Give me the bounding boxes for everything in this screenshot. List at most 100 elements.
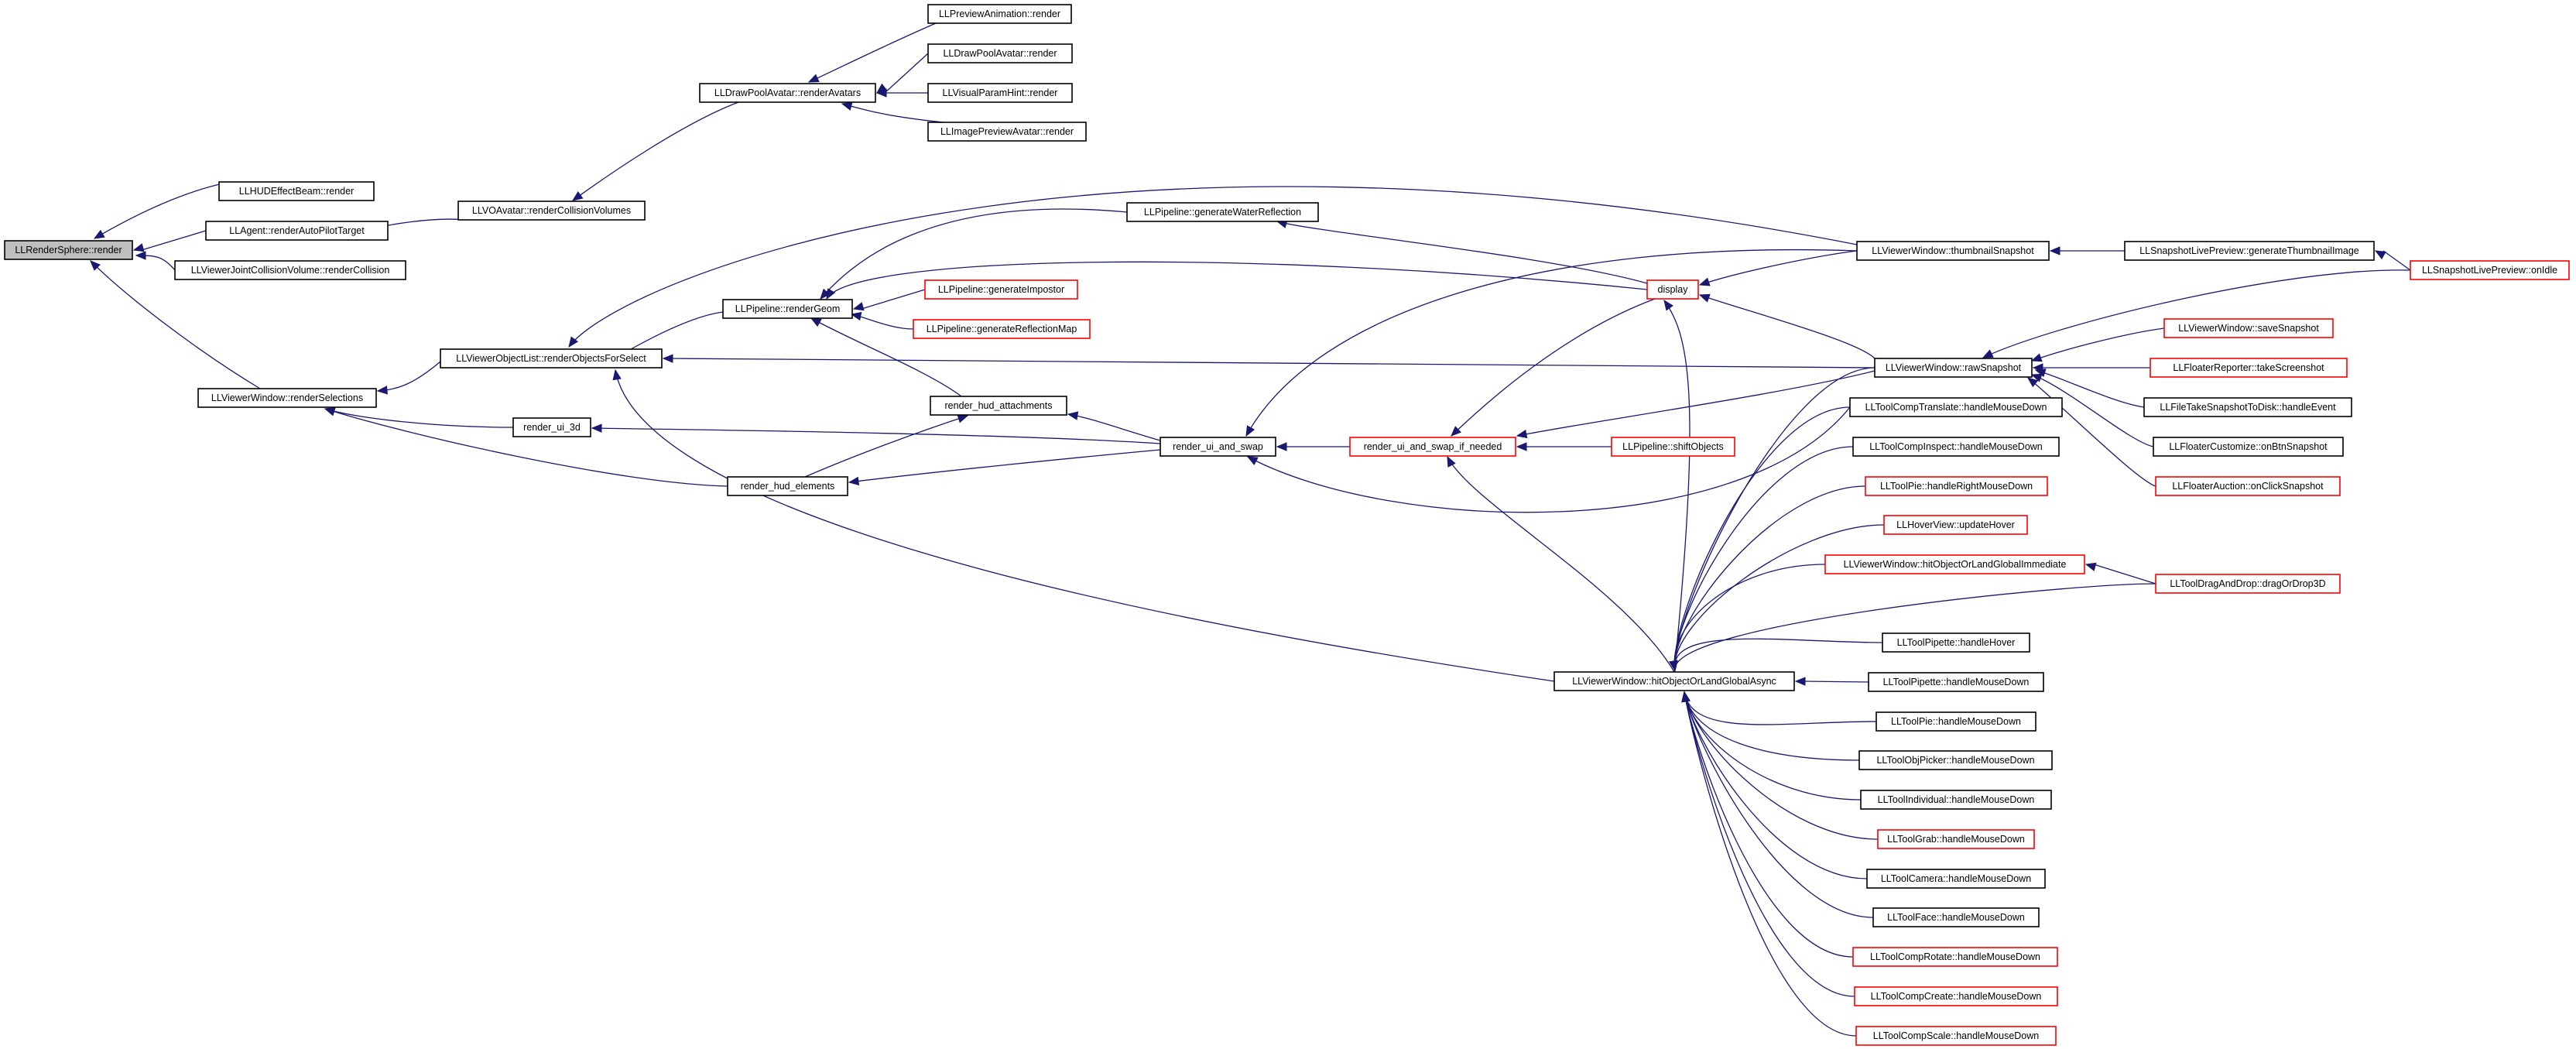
node-label: LLHUDEffectBeam::render xyxy=(239,186,354,197)
node-drawpool-avatars[interactable]: LLDrawPoolAvatar::renderAvatars xyxy=(699,83,876,103)
node-hud-elements[interactable]: render_hud_elements xyxy=(727,476,848,496)
node-label: LLToolDragAndDrop::dragOrDrop3D xyxy=(2170,578,2325,589)
edge-line xyxy=(1684,691,1860,761)
node-ui-and-swap-needed[interactable]: render_ui_and_swap_if_needed xyxy=(1349,437,1516,457)
node-box xyxy=(927,83,1073,103)
node-pipette-mouse[interactable]: LLToolPipette::handleMouseDown xyxy=(1868,672,2044,692)
node-shift-objects[interactable]: LLPipeline::shiftObjects xyxy=(1611,437,1735,457)
node-label: LLPipeline::renderGeom xyxy=(735,303,841,314)
edge-pie_right-to-hit_async xyxy=(1669,485,1866,672)
node-agent-autopilot[interactable]: LLAgent::renderAutoPilotTarget xyxy=(205,221,389,241)
node-box xyxy=(1872,907,2040,927)
edge-drag_drop-to-hit_immediate xyxy=(2084,562,2156,584)
node-box xyxy=(1882,632,2030,653)
edge-line xyxy=(2093,564,2156,584)
node-preview-anim[interactable]: LLPreviewAnimation::render xyxy=(927,4,1072,24)
node-grab[interactable]: LLToolGrab::handleMouseDown xyxy=(1877,829,2035,849)
node-auction-snapshot[interactable]: LLFloaterAuction::onClickSnapshot xyxy=(2155,476,2341,496)
node-hit-immediate[interactable]: LLViewerWindow::hitObjectOrLandGlobalImm… xyxy=(1824,554,2085,574)
edge-thumbnail_snapshot-to-display xyxy=(1698,250,1858,286)
edge-pipette_hover-to-hit_async xyxy=(1669,638,1883,672)
node-snapshot-to-disk[interactable]: LLFileTakeSnapshotToDisk::handleEvent xyxy=(2143,397,2352,417)
node-label: LLToolCompInspect::handleMouseDown xyxy=(1869,441,2043,452)
node-individual[interactable]: LLToolIndividual::handleMouseDown xyxy=(1860,790,2052,810)
node-reflection-map[interactable]: LLPipeline::generateReflectionMap xyxy=(913,319,1091,339)
node-raw-snapshot[interactable]: LLViewerWindow::rawSnapshot xyxy=(1874,358,2033,378)
node-obj-picker[interactable]: LLToolObjPicker::handleMouseDown xyxy=(1858,750,2053,770)
node-vo-collision[interactable]: LLVOAvatar::renderCollisionVolumes xyxy=(457,201,646,221)
node-comp-create[interactable]: LLToolCompCreate::handleMouseDown xyxy=(1854,986,2058,1006)
edge-arrowhead xyxy=(1698,293,1711,303)
node-onidle[interactable]: LLSnapshotLivePreview::onIdle xyxy=(2410,260,2570,280)
edge-comp_rotate-to-hit_async xyxy=(1681,691,1854,958)
edge-line xyxy=(1673,367,1875,671)
node-objects-for-select[interactable]: LLViewerObjectList::renderObjectsForSele… xyxy=(440,348,663,369)
edge-arrowhead xyxy=(1663,299,1673,311)
node-comp-scale[interactable]: LLToolCompScale::handleMouseDown xyxy=(1855,1026,2057,1046)
edge-arrowhead xyxy=(93,229,105,239)
node-root[interactable]: LLRenderSphere::render xyxy=(4,240,133,260)
node-box xyxy=(1866,869,2046,889)
edge-arrowhead xyxy=(1669,660,1678,672)
node-impostor[interactable]: LLPipeline::generateImpostor xyxy=(924,279,1078,300)
node-visual-param[interactable]: LLVisualParamHint::render xyxy=(927,83,1073,103)
node-label: LLToolPipette::handleHover xyxy=(1897,637,2016,648)
node-drawpool-render[interactable]: LLDrawPoolAvatar::render xyxy=(927,43,1073,63)
node-hud-attachments[interactable]: render_hud_attachments xyxy=(930,396,1067,416)
node-image-preview[interactable]: LLImagePreviewAvatar::render xyxy=(927,122,1087,142)
edge-line xyxy=(1982,269,2411,358)
edge-raw_snapshot-to-display xyxy=(1698,293,1875,359)
edge-line xyxy=(2035,369,2145,408)
node-comp-inspect[interactable]: LLToolCompInspect::handleMouseDown xyxy=(1852,437,2060,457)
node-box xyxy=(1854,986,2058,1006)
edge-line xyxy=(1684,691,1874,918)
node-label: LLToolCompScale::handleMouseDown xyxy=(1873,1030,2040,1041)
node-label: LLFloaterReporter::takeScreenshot xyxy=(2173,362,2324,373)
node-face[interactable]: LLToolFace::handleMouseDown xyxy=(1872,907,2040,927)
edge-line xyxy=(1673,406,1851,671)
edge-arrowhead xyxy=(1681,691,1690,703)
node-hover-view[interactable]: LLHoverView::updateHover xyxy=(1883,515,2028,535)
edge-raw_snapshot-to-objects_for_select xyxy=(662,354,1875,369)
edge-pie_mouse-to-hit_async xyxy=(1681,691,1877,725)
node-pie-right[interactable]: LLToolPie::handleRightMouseDown xyxy=(1865,476,2048,496)
node-pie-mouse[interactable]: LLToolPie::handleMouseDown xyxy=(1875,711,2036,732)
node-joint-collision[interactable]: LLViewerJointCollisionVolume::renderColl… xyxy=(174,260,406,280)
edge-arrowhead xyxy=(376,386,388,395)
node-box xyxy=(1852,947,2058,967)
node-render-geom[interactable]: LLPipeline::renderGeom xyxy=(722,299,853,319)
edge-hit_async-to-ui_and_swap_needed xyxy=(1447,455,1675,673)
edge-line xyxy=(1663,300,1690,673)
node-gen-thumb[interactable]: LLSnapshotLivePreview::generateThumbnail… xyxy=(2124,241,2375,261)
node-hud-beam[interactable]: LLHUDEffectBeam::render xyxy=(218,181,375,201)
node-comp-rotate[interactable]: LLToolCompRotate::handleMouseDown xyxy=(1852,947,2058,967)
node-box xyxy=(1611,437,1735,457)
edge-arrowhead xyxy=(820,288,831,300)
node-box xyxy=(2124,241,2375,261)
edge-line xyxy=(2027,377,2156,487)
edge-onidle-to-raw_snapshot xyxy=(1982,269,2411,358)
node-drag-drop[interactable]: LLToolDragAndDrop::dragOrDrop3D xyxy=(2155,574,2341,594)
edge-reflection_map-to-render_geom xyxy=(850,311,914,330)
node-water-reflection[interactable]: LLPipeline::generateWaterReflection xyxy=(1126,202,1319,222)
node-thumbnail-snapshot[interactable]: LLViewerWindow::thumbnailSnapshot xyxy=(1856,241,2050,261)
node-hit-async[interactable]: LLViewerWindow::hitObjectOrLandGlobalAsy… xyxy=(1553,671,1795,691)
node-render-ui-3d[interactable]: render_ui_3d xyxy=(512,417,591,437)
node-pipette-hover[interactable]: LLToolPipette::handleHover xyxy=(1882,632,2030,653)
edge-line xyxy=(1276,221,1648,284)
node-ui-and-swap[interactable]: render_ui_and_swap xyxy=(1160,437,1276,457)
node-box xyxy=(1852,437,2060,457)
node-box xyxy=(727,476,848,496)
node-take-screenshot[interactable]: LLFloaterReporter::takeScreenshot xyxy=(2150,358,2348,378)
node-label: LLDrawPoolAvatar::renderAvatars xyxy=(714,87,861,98)
edge-line xyxy=(1699,294,1875,359)
node-camera[interactable]: LLToolCamera::handleMouseDown xyxy=(1866,869,2046,889)
edge-line xyxy=(1684,691,1877,725)
node-label: LLToolCamera::handleMouseDown xyxy=(1881,873,2031,884)
node-comp-translate[interactable]: LLToolCompTranslate::handleMouseDown xyxy=(1849,397,2063,417)
edge-hit_async-to-display xyxy=(1663,299,1690,673)
node-customize-snapshot[interactable]: LLFloaterCustomize::onBtnSnapshot xyxy=(2153,437,2344,457)
node-display[interactable]: display xyxy=(1646,279,1699,300)
node-render-selections[interactable]: LLViewerWindow::renderSelections xyxy=(197,388,377,408)
node-save-snapshot[interactable]: LLViewerWindow::saveSnapshot xyxy=(2163,318,2334,338)
